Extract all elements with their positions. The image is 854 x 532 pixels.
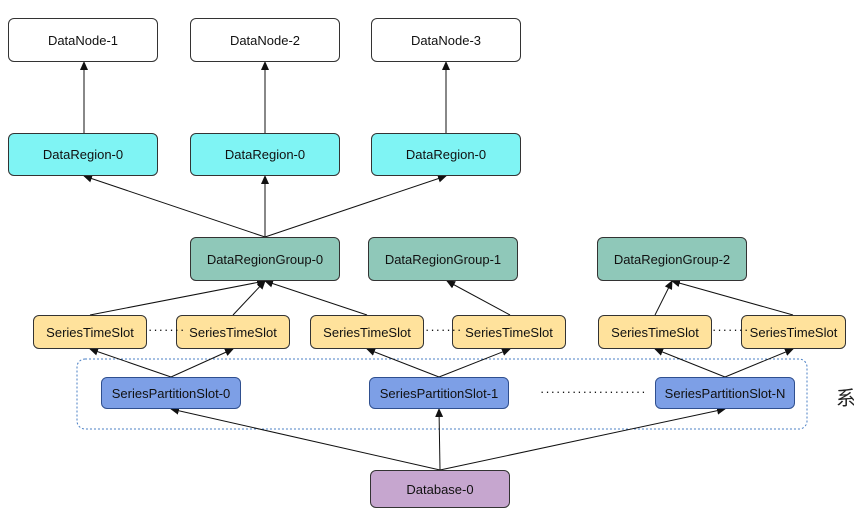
data-node-2[interactable]: DataNode-2: [190, 18, 340, 62]
edge-arrow-16: [654, 348, 726, 378]
data-region-3[interactable]: DataRegion-0: [371, 133, 521, 176]
partition-slot-ellipsis: ····················: [540, 384, 647, 399]
data-region-group-1[interactable]: DataRegionGroup-1: [368, 237, 518, 281]
side-glyph: 系: [836, 388, 854, 410]
edge-arrow-3: [83, 174, 266, 238]
time-slot-ellipsis-1: ·······: [148, 322, 186, 337]
series-partition-slot-0[interactable]: SeriesPartitionSlot-0: [101, 377, 241, 409]
edge-arrow-9: [446, 280, 511, 316]
series-time-slot-3[interactable]: SeriesTimeSlot: [310, 315, 424, 349]
edge-arrow-10: [654, 280, 673, 316]
data-node-1[interactable]: DataNode-1: [8, 18, 158, 62]
series-time-slot-2[interactable]: SeriesTimeSlot: [176, 315, 290, 349]
time-slot-ellipsis-3: ·······: [712, 322, 750, 337]
edge-arrow-14: [366, 348, 440, 378]
database-0[interactable]: Database-0: [370, 470, 510, 508]
partition-slots-boundary: [76, 358, 808, 430]
series-time-slot-6[interactable]: SeriesTimeSlot: [741, 315, 846, 349]
data-region-1[interactable]: DataRegion-0: [8, 133, 158, 176]
edge-arrow-11: [671, 279, 794, 316]
data-region-2[interactable]: DataRegion-0: [190, 133, 340, 176]
series-partition-slot-1[interactable]: SeriesPartitionSlot-1: [369, 377, 509, 409]
series-time-slot-4[interactable]: SeriesTimeSlot: [452, 315, 566, 349]
data-node-3[interactable]: DataNode-3: [371, 18, 521, 62]
edge-arrow-18: [170, 406, 441, 471]
series-time-slot-1[interactable]: SeriesTimeSlot: [33, 315, 147, 349]
edge-arrow-20: [439, 406, 726, 471]
data-region-group-2[interactable]: DataRegionGroup-2: [597, 237, 747, 281]
edge-arrow-15: [438, 348, 511, 378]
series-partition-slot-n[interactable]: SeriesPartitionSlot-N: [655, 377, 795, 409]
series-time-slot-5[interactable]: SeriesTimeSlot: [598, 315, 712, 349]
time-slot-ellipsis-2: ·······: [425, 322, 463, 337]
edge-arrow-7: [232, 280, 266, 316]
edge-arrow-5: [264, 174, 447, 238]
edge-arrow-19: [435, 408, 444, 471]
edge-arrow-12: [89, 347, 172, 378]
data-region-group-0[interactable]: DataRegionGroup-0: [190, 237, 340, 281]
edge-arrow-6: [89, 278, 266, 316]
edge-arrow-17: [724, 348, 794, 378]
edge-arrow-13: [170, 348, 234, 378]
edge-arrow-8: [264, 279, 368, 316]
